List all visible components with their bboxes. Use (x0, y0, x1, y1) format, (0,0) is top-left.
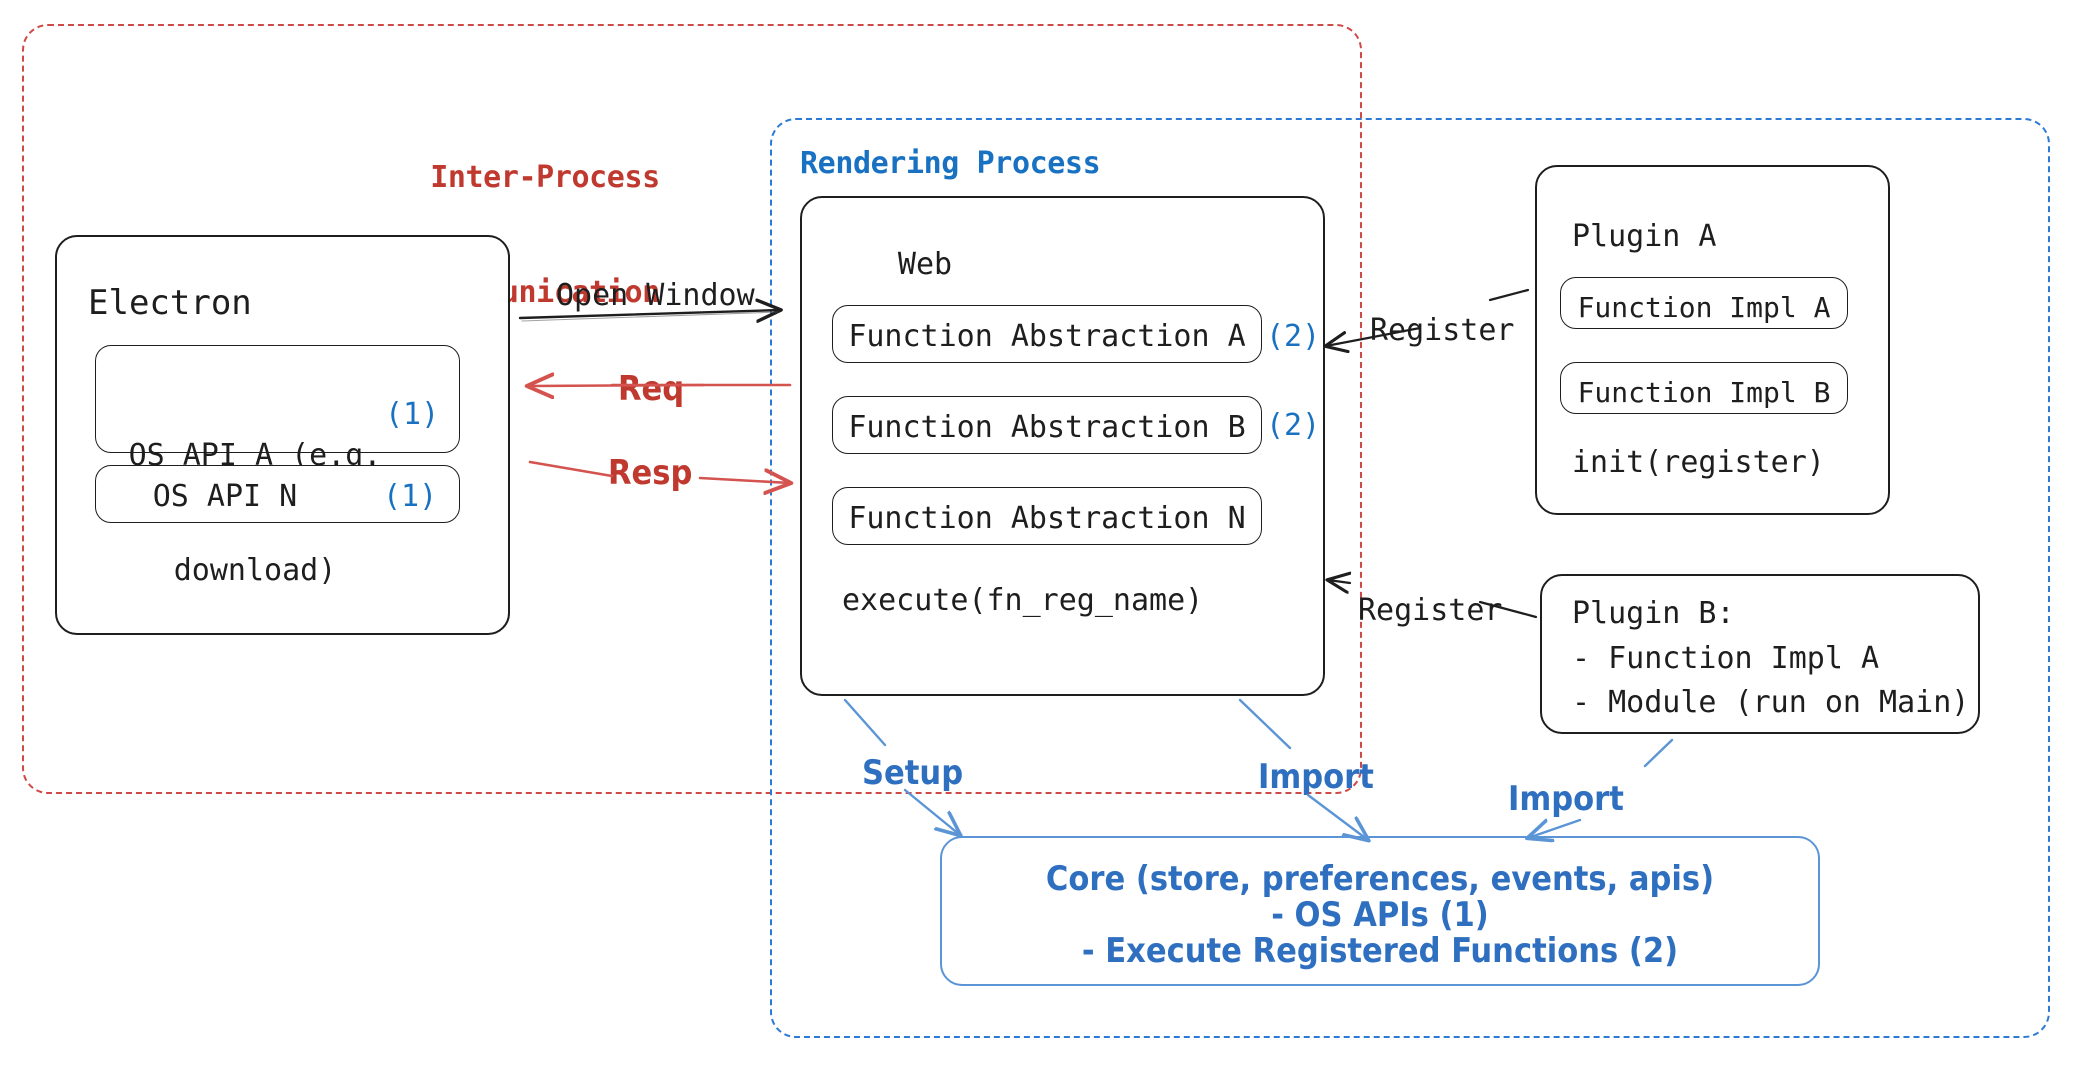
web-title: Web (897, 247, 953, 282)
rendering-process-boundary (770, 118, 2050, 1038)
plugin-a-box[interactable] (1535, 165, 1890, 515)
function-abstraction-n-box[interactable] (832, 487, 1262, 545)
edge-label-import-plugin-b: Import (1508, 779, 1624, 819)
edge-label-import-web: Import (1258, 757, 1374, 797)
os-api-n-marker: (1) (383, 479, 438, 514)
function-abstraction-b-box[interactable] (832, 396, 1262, 454)
plugin-b-box[interactable] (1540, 574, 1980, 734)
edge-label-register-plugin-b: Register (1358, 593, 1503, 628)
electron-title: Electron (88, 283, 252, 323)
function-abstraction-a-label: Function Abstraction A (848, 319, 1246, 354)
core-line-3: - Execute Registered Functions (2) (1081, 931, 1679, 971)
ipc-boundary (22, 24, 1362, 794)
edge-label-setup: Setup (862, 753, 964, 793)
function-abstraction-a-box[interactable] (832, 305, 1262, 363)
function-abstraction-b-label: Function Abstraction B (848, 410, 1246, 445)
plugin-a-title: Plugin A (1572, 219, 1717, 254)
plugin-a-function-impl-b-label: Function Impl B (1577, 376, 1831, 409)
plugin-a-function-impl-a-box[interactable] (1560, 277, 1848, 329)
plugin-a-function-impl-a-label: Function Impl A (1577, 291, 1831, 324)
plugin-a-function-impl-b-box[interactable] (1560, 362, 1848, 414)
plugin-b-title: Plugin B: (1572, 596, 1735, 631)
function-abstraction-a-marker: (2) (1266, 319, 1321, 354)
edge-label-open-window: Open Window (556, 278, 755, 313)
os-api-n-box[interactable] (95, 465, 460, 523)
plugin-b-line-2: - Module (run on Main) (1572, 685, 1970, 720)
function-abstraction-n-label: Function Abstraction N (848, 501, 1246, 536)
plugin-b-line-1: - Function Impl A (1572, 641, 1880, 676)
edge-label-resp: Resp (608, 453, 693, 493)
core-line-1: Core (store, preferences, events, apis) (1045, 859, 1715, 899)
edge-label-register-plugin-a: Register (1370, 313, 1515, 348)
core-box[interactable] (940, 836, 1820, 986)
os-api-a-marker: (1) (385, 397, 440, 432)
os-api-a-box[interactable] (95, 345, 460, 453)
plugin-a-init-label: init(register) (1572, 445, 1825, 480)
os-api-a-label: OS API A (e.g. download) (128, 437, 382, 588)
rendering-process-label: Rendering Process (800, 146, 1101, 181)
edge-label-req: Req (618, 369, 685, 409)
os-api-n-label: OS API N (152, 479, 298, 514)
web-execute-label: execute(fn_reg_name) (842, 583, 1204, 618)
function-abstraction-b-marker: (2) (1266, 408, 1321, 443)
core-line-2: - OS APIs (1) (1271, 895, 1489, 935)
